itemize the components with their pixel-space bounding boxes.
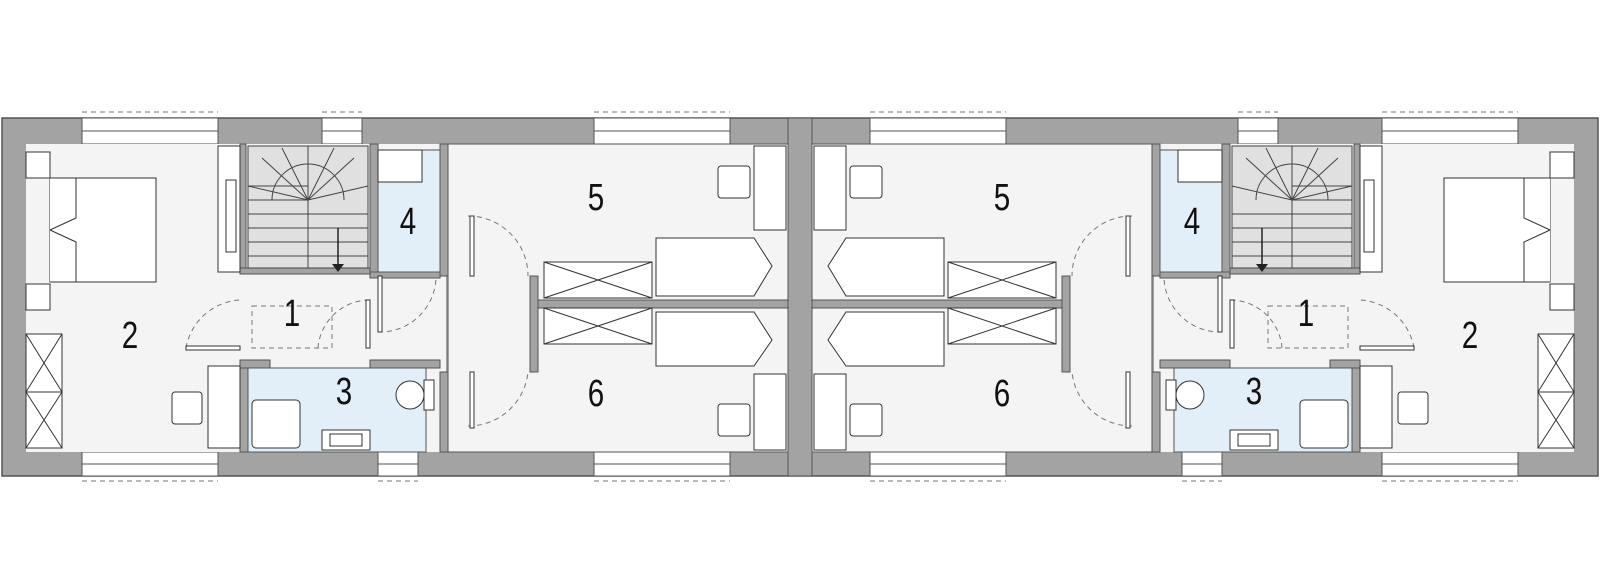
- chair-icon: [717, 403, 751, 437]
- desk-icon: [813, 145, 847, 231]
- room-label-left-room-5: 5: [588, 177, 604, 219]
- room-label-left-hall: 1: [284, 293, 300, 335]
- arrow-down-icon: [332, 264, 344, 272]
- interior-walls: [239, 117, 1361, 477]
- shower-icon: [1299, 399, 1349, 449]
- wardrobe-icon: [947, 261, 1057, 345]
- room-label-left-storage: 4: [400, 201, 416, 243]
- nightstand: [1549, 283, 1575, 311]
- room-labels: 1 2 3 4 5 6 5 6 4 3 1 2: [122, 177, 1478, 415]
- wardrobe-icon: [543, 261, 653, 345]
- room-label-left-bathroom: 3: [336, 371, 352, 413]
- window-frames: [82, 130, 1518, 465]
- room-label-right-room-5: 5: [994, 177, 1010, 219]
- desk-icon: [207, 365, 241, 449]
- chair-icon: [849, 403, 883, 437]
- wardrobe-icon: [1537, 333, 1575, 449]
- chair-icon: [1397, 391, 1429, 425]
- furniture-right: [813, 145, 1575, 451]
- chair-icon: [171, 391, 203, 425]
- shower-icon: [251, 399, 301, 449]
- room-label-right-bathroom: 3: [1246, 371, 1262, 413]
- washer: [377, 149, 423, 183]
- stair-left: [247, 145, 369, 269]
- desk-icon: [753, 373, 787, 451]
- doors: [185, 215, 1415, 427]
- bed-icon: [49, 177, 157, 283]
- wardrobe-icon: [25, 333, 63, 449]
- room-label-left-bedroom-2: 2: [122, 315, 138, 357]
- furniture-left: [25, 145, 787, 451]
- chair-icon: [849, 165, 883, 199]
- attic-hatch: [251, 305, 1349, 349]
- desk-icon: [813, 373, 847, 451]
- stair-right: [1231, 145, 1353, 269]
- toilet-icon: [1165, 379, 1205, 411]
- window-sill-dashes: [82, 111, 1518, 482]
- room-label-right-hall: 1: [1298, 293, 1314, 335]
- toilet-icon: [395, 379, 435, 411]
- room-label-left-room-6: 6: [588, 373, 604, 415]
- nightstand: [25, 283, 51, 311]
- wardrobe-icon: [1359, 145, 1383, 273]
- desk-icon: [1359, 365, 1393, 449]
- room-label-right-bedroom-2: 2: [1462, 315, 1478, 357]
- bed-icon: [827, 237, 945, 367]
- arrow-down-icon: [1256, 264, 1268, 272]
- desk-icon: [753, 145, 787, 231]
- door-leaves: [185, 215, 1415, 429]
- bed-icon: [655, 237, 773, 367]
- room-label-right-room-6: 6: [994, 373, 1010, 415]
- nightstand: [1549, 151, 1575, 179]
- nightstand: [25, 151, 51, 179]
- chair-icon: [717, 165, 751, 199]
- wardrobe-icon: [217, 145, 241, 273]
- room-label-right-storage: 4: [1184, 201, 1200, 243]
- washer: [1177, 149, 1223, 183]
- bed-icon: [1443, 177, 1551, 283]
